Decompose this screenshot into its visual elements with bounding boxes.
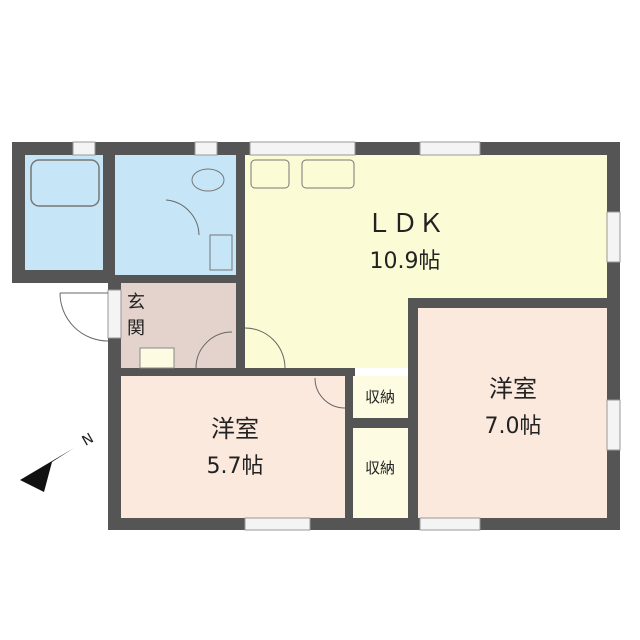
- closet-a-room: [353, 376, 408, 418]
- ldk-room: [245, 155, 607, 368]
- stove-icon: [250, 159, 290, 189]
- kitchen-sink-icon: [301, 159, 355, 189]
- bedroom-b-room: [418, 308, 607, 518]
- toilet-icon: [191, 168, 225, 192]
- ldk-label: ＬＤＫ: [366, 209, 444, 239]
- bedroom-a-label: 洋室: [211, 415, 259, 443]
- bedroom-b-size: 7.0帖: [485, 414, 542, 439]
- walls: [12, 142, 620, 530]
- closet-b-room: [353, 428, 408, 518]
- bedroom-b-label: 洋室: [489, 375, 537, 403]
- entrance-label-2: 関: [127, 318, 145, 339]
- closet-b-label: 収納: [365, 459, 395, 477]
- bedroom-a-size: 5.7帖: [207, 454, 264, 479]
- windows: [72, 141, 621, 531]
- ldk-size: 10.9帖: [370, 249, 441, 274]
- sink-icon: [209, 234, 233, 271]
- bathtub-icon: [30, 159, 100, 207]
- closet-a-label: 収納: [365, 388, 395, 406]
- compass-label: N: [79, 430, 96, 449]
- entrance-label-1: 玄: [127, 292, 145, 313]
- compass-icon: N: [20, 430, 97, 492]
- doors: [59, 199, 346, 409]
- bedroom-a-room: [121, 376, 345, 518]
- shoe-box: [139, 347, 175, 369]
